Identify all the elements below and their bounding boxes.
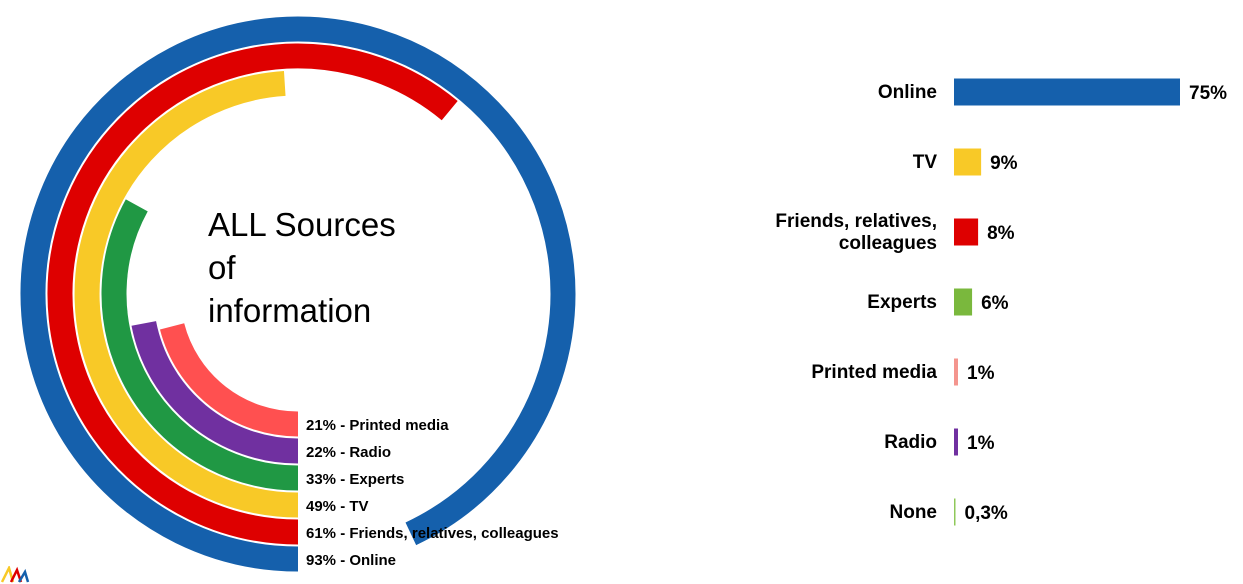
title-line-2: of <box>208 249 236 286</box>
bar-category-label-radio: Radio <box>884 432 937 453</box>
bar-printed-media <box>954 358 958 386</box>
radial-chart-title: ALL Sources of information <box>208 203 396 332</box>
brand-logo-icon <box>0 566 30 583</box>
bar-value-label-none: 0,3% <box>965 503 1008 524</box>
bar-value-label-friends-relatives-colleagues: 8% <box>987 223 1015 244</box>
bar-category-label-friends-relatives-colleagues-line-2: colleagues <box>839 233 937 254</box>
ring-label-printed-media: 21% - Printed media <box>306 417 449 434</box>
ring-label-online: 93% - Online <box>306 552 396 569</box>
bar-category-label-experts: Experts <box>867 292 937 313</box>
bar-category-label-none: None <box>890 502 938 523</box>
ring-label-experts: 33% - Experts <box>306 471 404 488</box>
bar-category-label-printed-media: Printed media <box>811 362 937 383</box>
ring-radio <box>131 320 299 464</box>
bar-none <box>954 498 956 526</box>
ring-printed-media <box>159 322 299 437</box>
bar-friends-relatives-colleagues <box>954 218 979 246</box>
bar-online <box>954 78 1180 106</box>
ring-tv <box>74 70 299 518</box>
bar-category-label-tv: TV <box>913 152 938 173</box>
bar-value-label-printed-media: 1% <box>967 363 995 384</box>
ring-experts <box>101 199 299 491</box>
radial-chart: 93% - Online 61% - Friends, relatives, co… <box>20 16 576 572</box>
bar-value-label-experts: 6% <box>981 293 1009 314</box>
bar-value-label-online: 75% <box>1189 83 1227 104</box>
ring-friends-relatives-colleagues <box>47 43 458 545</box>
bar-value-label-radio: 1% <box>967 433 995 454</box>
horizontal-bar-chart: Online 75% TV 9% Friends, relatives,colleagu… <box>775 78 1227 526</box>
ring-label-friends-relatives-colleagues: 61% - Friends, relatives, colleagues <box>306 525 559 542</box>
ring-online <box>20 16 576 572</box>
bar-category-label-friends-relatives-colleagues-line-1: Friends, relatives, <box>775 211 937 232</box>
title-line-3: information <box>208 292 372 329</box>
title-line-1: ALL Sources <box>208 206 396 243</box>
bar-category-label-online: Online <box>878 82 937 103</box>
bar-tv <box>954 148 982 176</box>
ring-label-radio: 22% - Radio <box>306 444 391 461</box>
bar-value-label-tv: 9% <box>990 153 1018 174</box>
bar-experts <box>954 288 973 316</box>
bar-radio <box>954 428 958 456</box>
ring-label-tv: 49% - TV <box>306 498 369 515</box>
